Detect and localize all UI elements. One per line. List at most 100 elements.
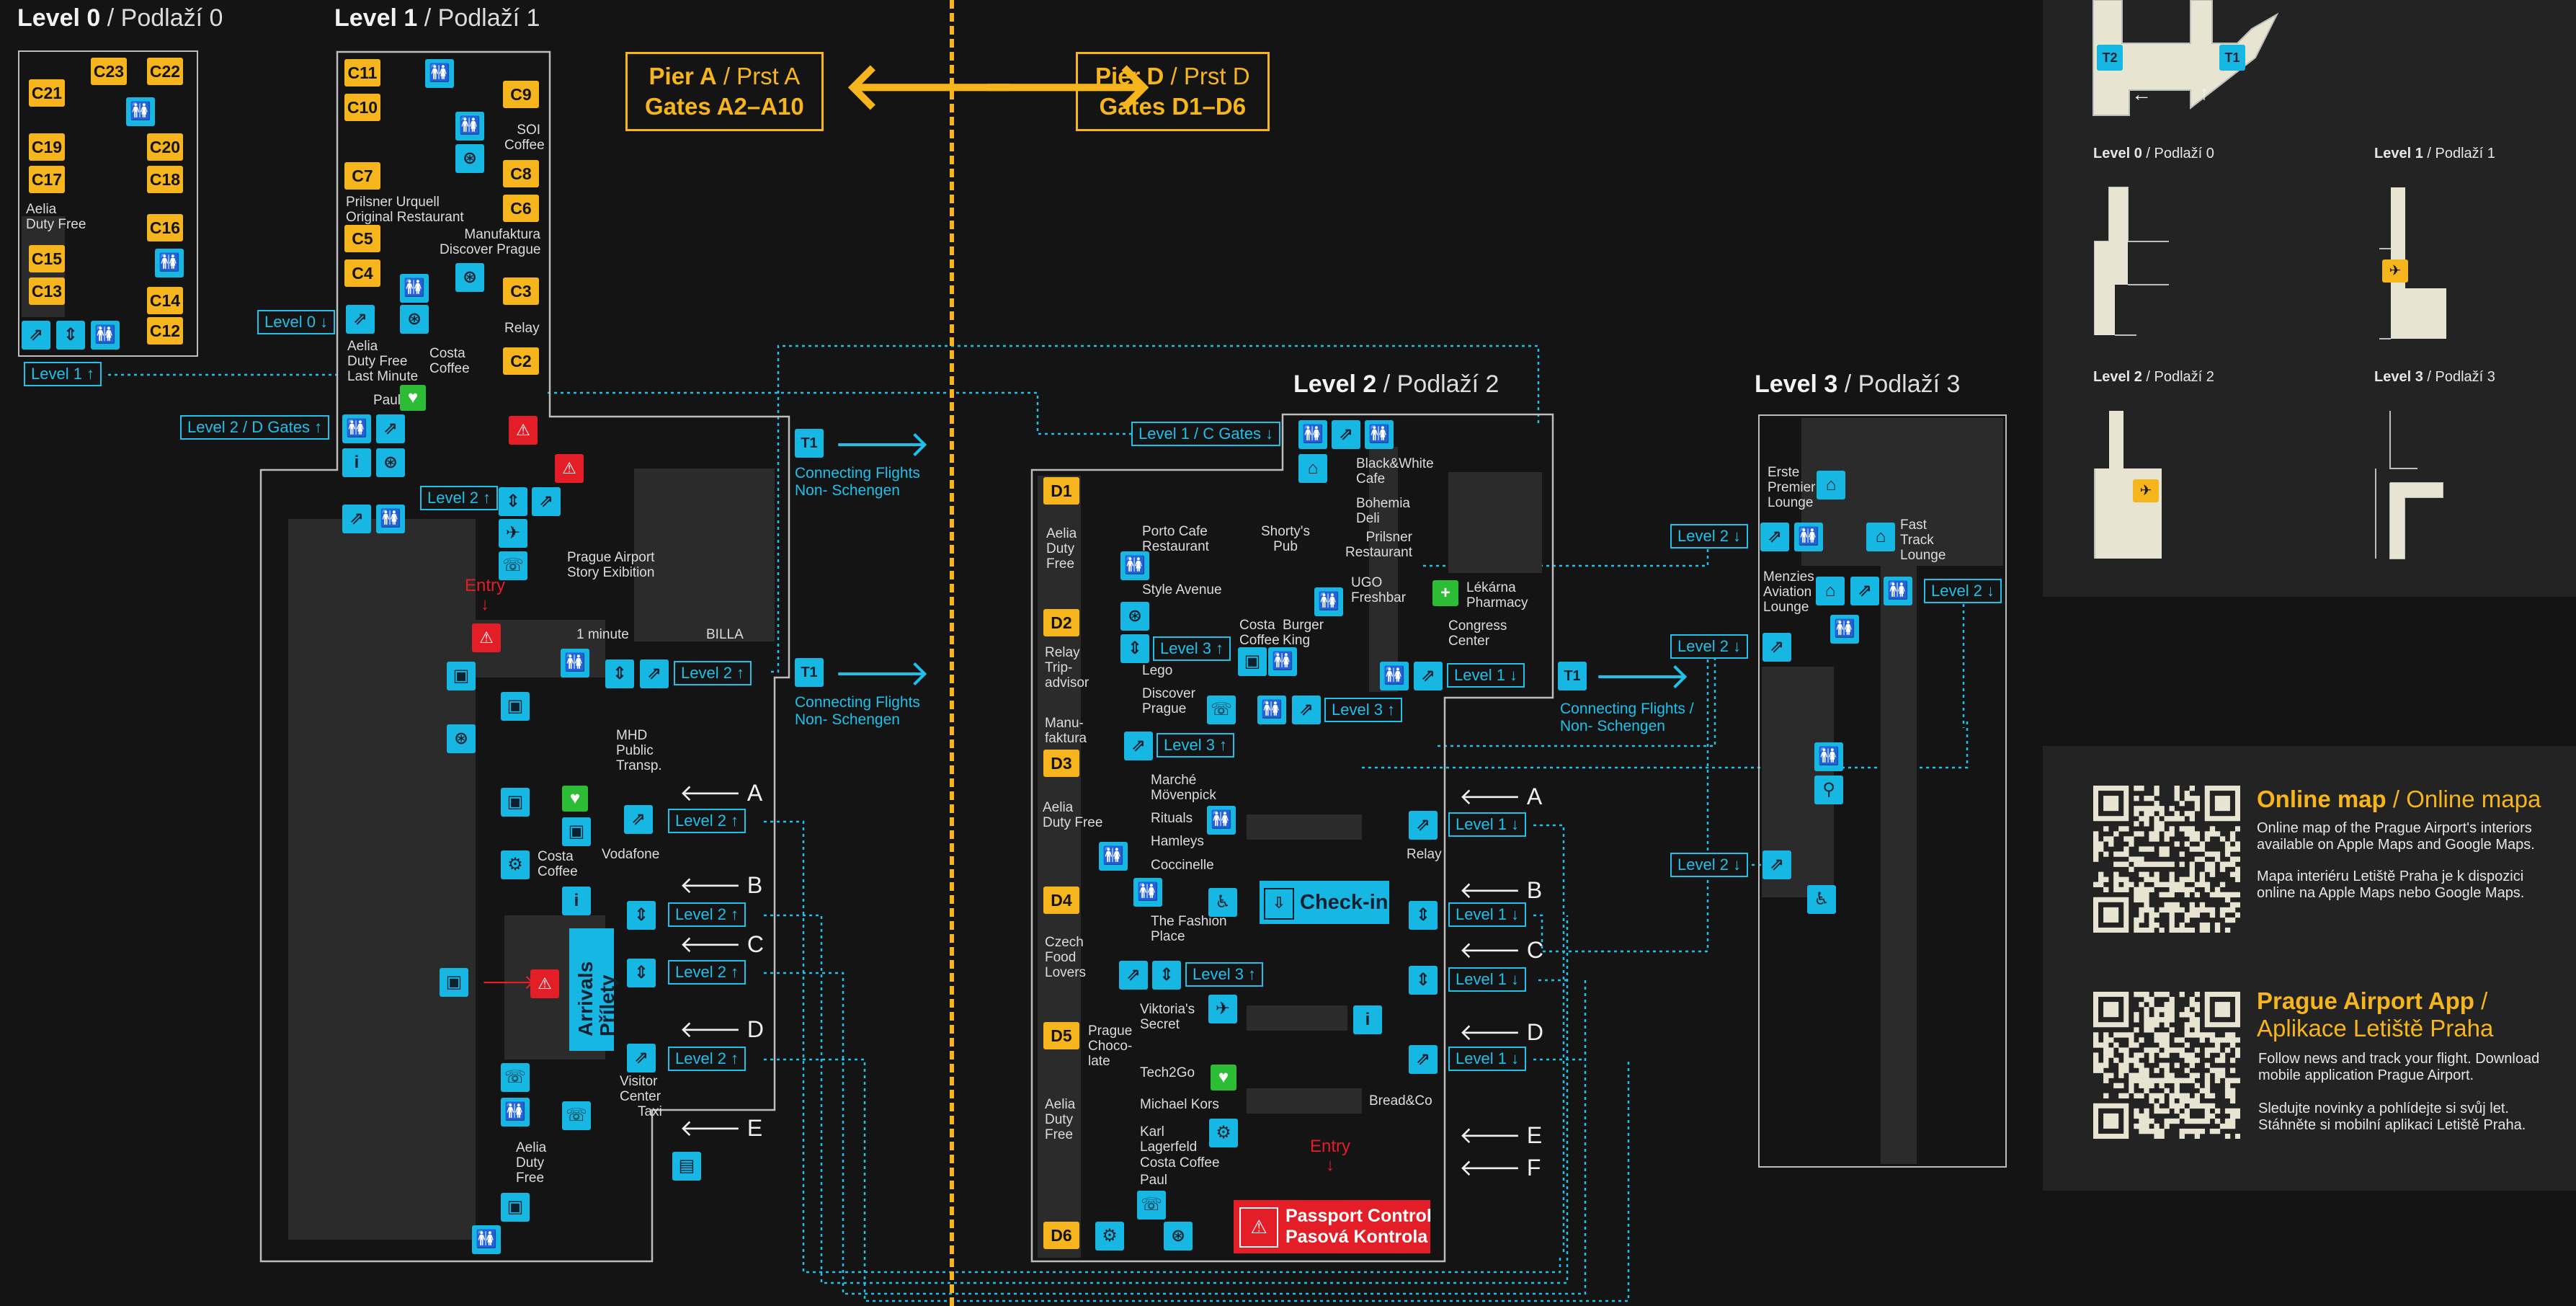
toilet-icon: 🚻 [1120,551,1149,580]
label-bohemia: Bohemia Deli [1356,496,1410,526]
t1-icon: T1 [2219,45,2245,71]
escalator-icon: ⇗ [1124,732,1153,760]
arrow-left-icon: 🡐 [843,50,1017,123]
phone-icon: ☏ [562,1101,591,1130]
level3-up-button[interactable]: Level 3 ↑ [1153,636,1231,661]
check-in-sign: ⇩ Check-in [1260,881,1389,924]
level2-down-button-4[interactable]: Level 2 ↓ [1670,853,1749,877]
escalator-icon: ⇗ [346,305,375,334]
label-czech-food: Czech Food Lovers [1045,935,1087,980]
accessibility-icon: ♿ [1807,885,1836,914]
level2-up-button-b[interactable]: Level 2 ↑ [668,902,746,927]
label-story: Prague Airport Story Exibition [567,550,655,580]
gate-c14: C14 [147,287,183,314]
level2-up-button-a[interactable]: Level 2 ↑ [668,809,746,833]
level0-down-button[interactable]: Level 0 ↓ [257,310,336,334]
level2-up-button[interactable]: Level 2 ↑ [420,486,499,510]
toilet-icon: 🚻 [1814,742,1843,771]
level1-down-button[interactable]: Level 1 ↓ [1447,663,1525,688]
level2-down-button-3[interactable]: Level 2 ↓ [1670,634,1749,659]
level1-down-button-a[interactable]: Level 1 ↓ [1448,812,1527,837]
level3-up-button-4[interactable]: Level 3 ↑ [1185,962,1264,987]
level1-up-button[interactable]: Level 1 ↑ [24,362,102,386]
online-map-text-en: Online map of the Prague Airport's inter… [2257,820,2535,853]
level1-c-gates-button[interactable]: Level 1 / C Gates ↓ [1131,422,1281,446]
arrow-left-icon: 🡐 [679,872,741,898]
toilet-icon: 🚻 [455,112,484,141]
toilet-icon: 🚻 [1884,577,1912,605]
level0-label-aelia: Aelia Duty Free [26,202,86,232]
level2-down-button[interactable]: Level 2 ↓ [1670,524,1749,548]
label-1-minute: 1 minute [576,627,629,642]
gate-letter-a: 🡐A [1459,782,1542,810]
level3-outline [1758,414,2007,1168]
t1-icon: T1 [795,429,824,458]
escalator-icon: ⇗ [376,414,405,443]
gate-letter-e: 🡐E [679,1114,762,1142]
escalator-icon: ⇗ [1119,961,1148,990]
level2-d-gates-button[interactable]: Level 2 / D Gates ↑ [180,415,330,440]
arrow-right-icon: 🡒 [834,424,931,464]
gate-letter-f: 🡐F [1459,1153,1541,1181]
luggage-icon: ▣ [440,968,468,997]
gate-c18: C18 [147,166,183,193]
level2-up-button-d[interactable]: Level 2 ↑ [668,1047,746,1071]
level2-entry-label: Entry↓ [1310,1137,1351,1175]
level2-shop-area [1247,1088,1362,1114]
label-costa-l2: Costa Coffee [1239,618,1280,648]
label-tech2go: Tech2Go [1140,1065,1195,1080]
label-aelia-d3: Aelia Duty Free [1043,800,1103,830]
gate-c17: C17 [29,166,65,193]
arrow-left-icon: 🡐 [1459,1122,1521,1148]
level2-down-button-2[interactable]: Level 2 ↓ [1924,579,2002,603]
level1-down-button-b[interactable]: Level 1 ↓ [1448,902,1527,927]
phone-icon: ☏ [499,551,527,580]
label-relay: Relay [504,321,540,336]
red-arrow-icon: 🡒 [481,971,536,993]
arrivals-sign: Arrivals Přílety [569,928,618,1051]
elevator-icon: ⇕ [1409,901,1438,930]
gate-c2: C2 [503,347,539,375]
level2-shop-area [1247,1005,1347,1031]
pier-d-box: Pier D / Prst D Gates D1–D6 [1076,52,1270,131]
luggage-icon: ▣ [1238,647,1267,676]
level2-up-button-c[interactable]: Level 2 ↑ [668,960,746,985]
luggage-icon: ▣ [562,817,591,846]
lounge-icon: ⌂ [1817,471,1845,499]
baby-care-icon: ⊛ [455,263,484,292]
level2-up-button-2[interactable]: Level 2 ↑ [674,661,752,685]
gate-letter-a: 🡐A [679,778,762,807]
level1-down-button-c[interactable]: Level 1 ↓ [1448,967,1527,992]
label-lagerfeld: Karl Lagerfeld [1140,1124,1198,1155]
toilet-icon: 🚻 [400,274,429,303]
toilet-icon: 🚻 [155,249,184,277]
gate-c22: C22 [147,58,183,85]
passport-control-sign: ⚠ Passport Control Pasová Kontrola [1234,1200,1432,1253]
arrow-left-icon: 🡐 [679,780,741,806]
label-relay-l2: Relay [1407,847,1442,862]
ticket-icon: ⚙ [1095,1222,1124,1251]
gate-c21: C21 [29,79,65,107]
label-viktoria: Viktoria's Secret [1140,1002,1195,1032]
plane-icon: ✈ [1208,995,1237,1023]
arrow-left-icon: 🡐 [679,1016,741,1042]
elevator-icon: ⇕ [1120,634,1149,663]
level3-title: Level 3 / Podlaží 3 [1755,370,1961,398]
gate-letter-c: 🡐C [1459,936,1543,964]
level3-up-button-2[interactable]: Level 3 ↑ [1324,698,1403,722]
app-title: Prague Airport App / Aplikace Letiště Pr… [2257,987,2494,1041]
level1-down-button-d[interactable]: Level 1 ↓ [1448,1047,1527,1071]
connecting-flights-label-3: Connecting Flights / Non- Schengen [1560,701,1694,734]
pier-a-box: Pier A / Prst A Gates A2–A10 [625,52,824,131]
elevator-icon: ⇕ [605,659,634,688]
elevator-icon: ⇕ [1409,966,1438,995]
label-fast-track: Fast Track Lounge [1900,517,1946,563]
phone-icon: ☏ [501,1063,530,1092]
ticket-icon: ⚙ [1209,1119,1238,1147]
gate-d1: D1 [1043,477,1079,505]
baby-care-icon: ⊛ [1164,1222,1193,1251]
t2-icon: T2 [2097,45,2123,71]
gate-letter: C [1526,937,1543,963]
overview-level2-label: Level 2 / Podlaží 2 [2093,369,2214,385]
level3-up-button-3[interactable]: Level 3 ↑ [1156,733,1235,758]
